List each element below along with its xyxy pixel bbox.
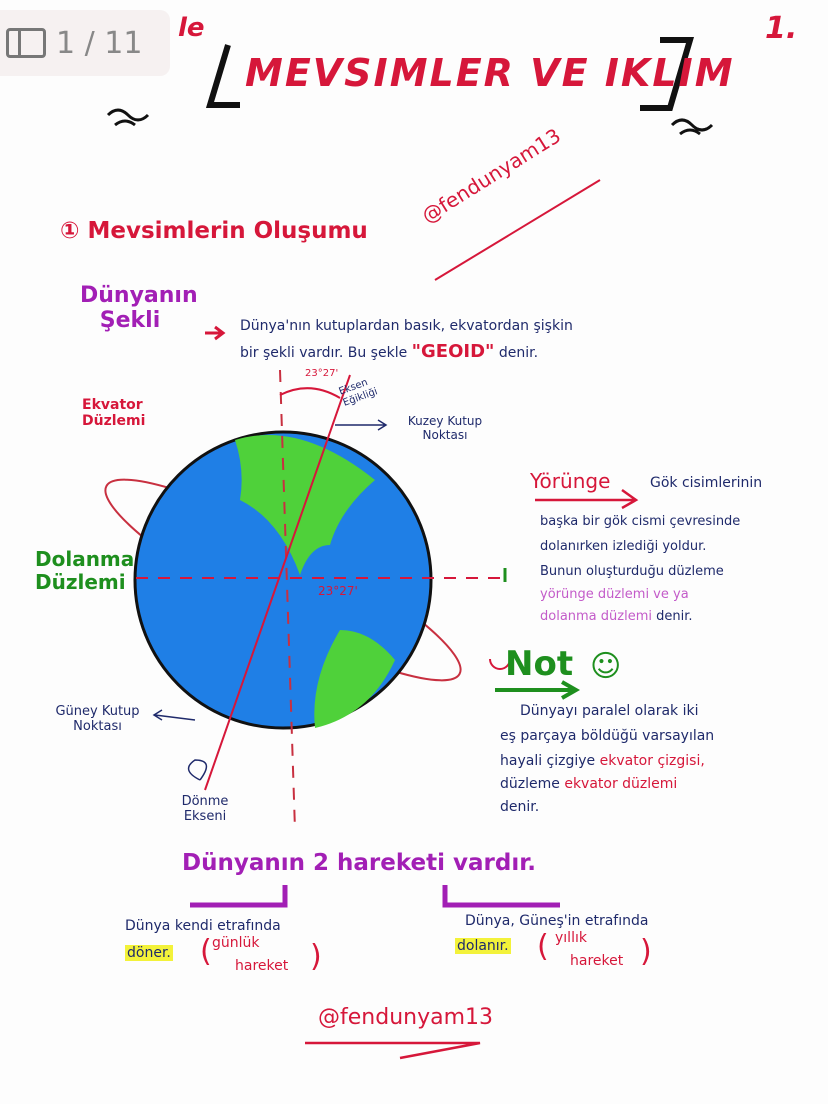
orbit-line-1: Gök cisimlerinin — [650, 475, 763, 491]
orbit-term: Yörünge — [530, 469, 611, 493]
rotation-loop-icon — [187, 759, 208, 781]
south-pole-arrow-icon — [152, 709, 196, 721]
right-line-1: Dünya, Güneş'in etrafında — [465, 913, 649, 929]
watermark-bottom: @fendunyam13 — [318, 1005, 494, 1030]
orbit-line-6b: denir. — [656, 609, 693, 624]
geoid-term: "GEOID" — [411, 341, 495, 362]
note-line-4a: düzleme — [500, 776, 560, 792]
page-counter: 1 / 11 — [56, 25, 143, 61]
shape-text-2: bir şekli vardır. Bu şekle — [240, 345, 408, 361]
title-bracket-right — [640, 37, 695, 111]
sidebar-panel-icon[interactable] — [6, 28, 46, 58]
page-indicator[interactable]: 1 / 11 — [0, 10, 170, 76]
page-title: MEVSIMLER VE IKLIM — [245, 51, 735, 95]
watermark-underline — [434, 179, 601, 281]
angle-top-label: 23°27' — [305, 368, 339, 379]
vertical-dashed-line — [279, 369, 296, 831]
orbit-line-3: dolanırken izlediği yoldur. — [540, 539, 707, 554]
orbit-plane-label: Dolanma Düzlemi — [35, 547, 135, 594]
page-number: 1. — [765, 11, 798, 46]
rotation-axis-label: Dönme Ekseni — [181, 794, 229, 824]
orbit-line-6a: dolanma düzlemi — [540, 609, 652, 624]
smiley-icon: ☺ — [590, 649, 622, 684]
tilde-left-icon — [106, 108, 150, 127]
tilde-right-icon — [670, 118, 714, 136]
note-line-5: denir. — [500, 799, 540, 815]
movement-bracket-right — [442, 885, 560, 908]
right-paren-2: hareket — [570, 953, 624, 969]
tilt-angle-arc — [279, 387, 341, 399]
note-line-3b: ekvator çizgisi, — [599, 753, 705, 769]
note-arrow-icon — [495, 680, 581, 700]
corner-fragment: le — [178, 13, 205, 43]
title-bracket-left — [205, 44, 240, 108]
orbit-line-4: Bunun oluşturduğu düzleme — [540, 564, 724, 579]
orbit-line-5: yörünge düzlemi ve ya — [540, 587, 689, 602]
angle-center-label: 23°27' — [318, 584, 358, 598]
left-line-1: Dünya kendi etrafında — [125, 918, 281, 934]
section-heading: ① Mevsimlerin Oluşumu — [60, 218, 368, 244]
south-pole-label: Güney Kutup Noktası — [55, 704, 140, 734]
equator-plane-label: Ekvator Düzlemi — [82, 397, 146, 430]
landmass-south — [314, 630, 395, 728]
note-heading: Not — [505, 644, 574, 684]
movements-heading: Dünyanın 2 hareketi vardır. — [182, 850, 537, 876]
note-line-2: eş parçaya böldüğü varsayılan — [500, 728, 715, 744]
bottom-arrow-icon — [305, 1041, 481, 1060]
right-verb-highlight: dolanır. — [455, 938, 511, 954]
left-verb-highlight: döner. — [125, 945, 173, 961]
note-line-1: Dünyayı paralel olarak iki — [520, 703, 699, 719]
north-pole-arrow-icon — [335, 419, 388, 431]
arrow-right-icon — [205, 325, 226, 341]
left-paren-1: günlük — [212, 935, 260, 951]
right-paren-1: yıllık — [555, 930, 587, 946]
note-line-3a: hayali çizgiye — [500, 753, 596, 769]
north-pole-label: Kuzey Kutup Noktası — [407, 414, 483, 442]
orbit-line-2: başka bir gök cismi çevresinde — [540, 514, 741, 529]
orbit-arrow-icon — [535, 488, 639, 510]
movement-bracket-left — [190, 885, 288, 908]
rotation-axis-line — [204, 374, 351, 791]
shape-label: Dünyanın Şekli — [80, 283, 198, 334]
shape-text-1: Dünya'nın kutuplardan basık, ekvatordan … — [240, 318, 573, 334]
shape-text-end: denir. — [498, 345, 539, 361]
note-line-4b: ekvator düzlemi — [564, 776, 678, 792]
left-paren-2: hareket — [235, 958, 289, 974]
